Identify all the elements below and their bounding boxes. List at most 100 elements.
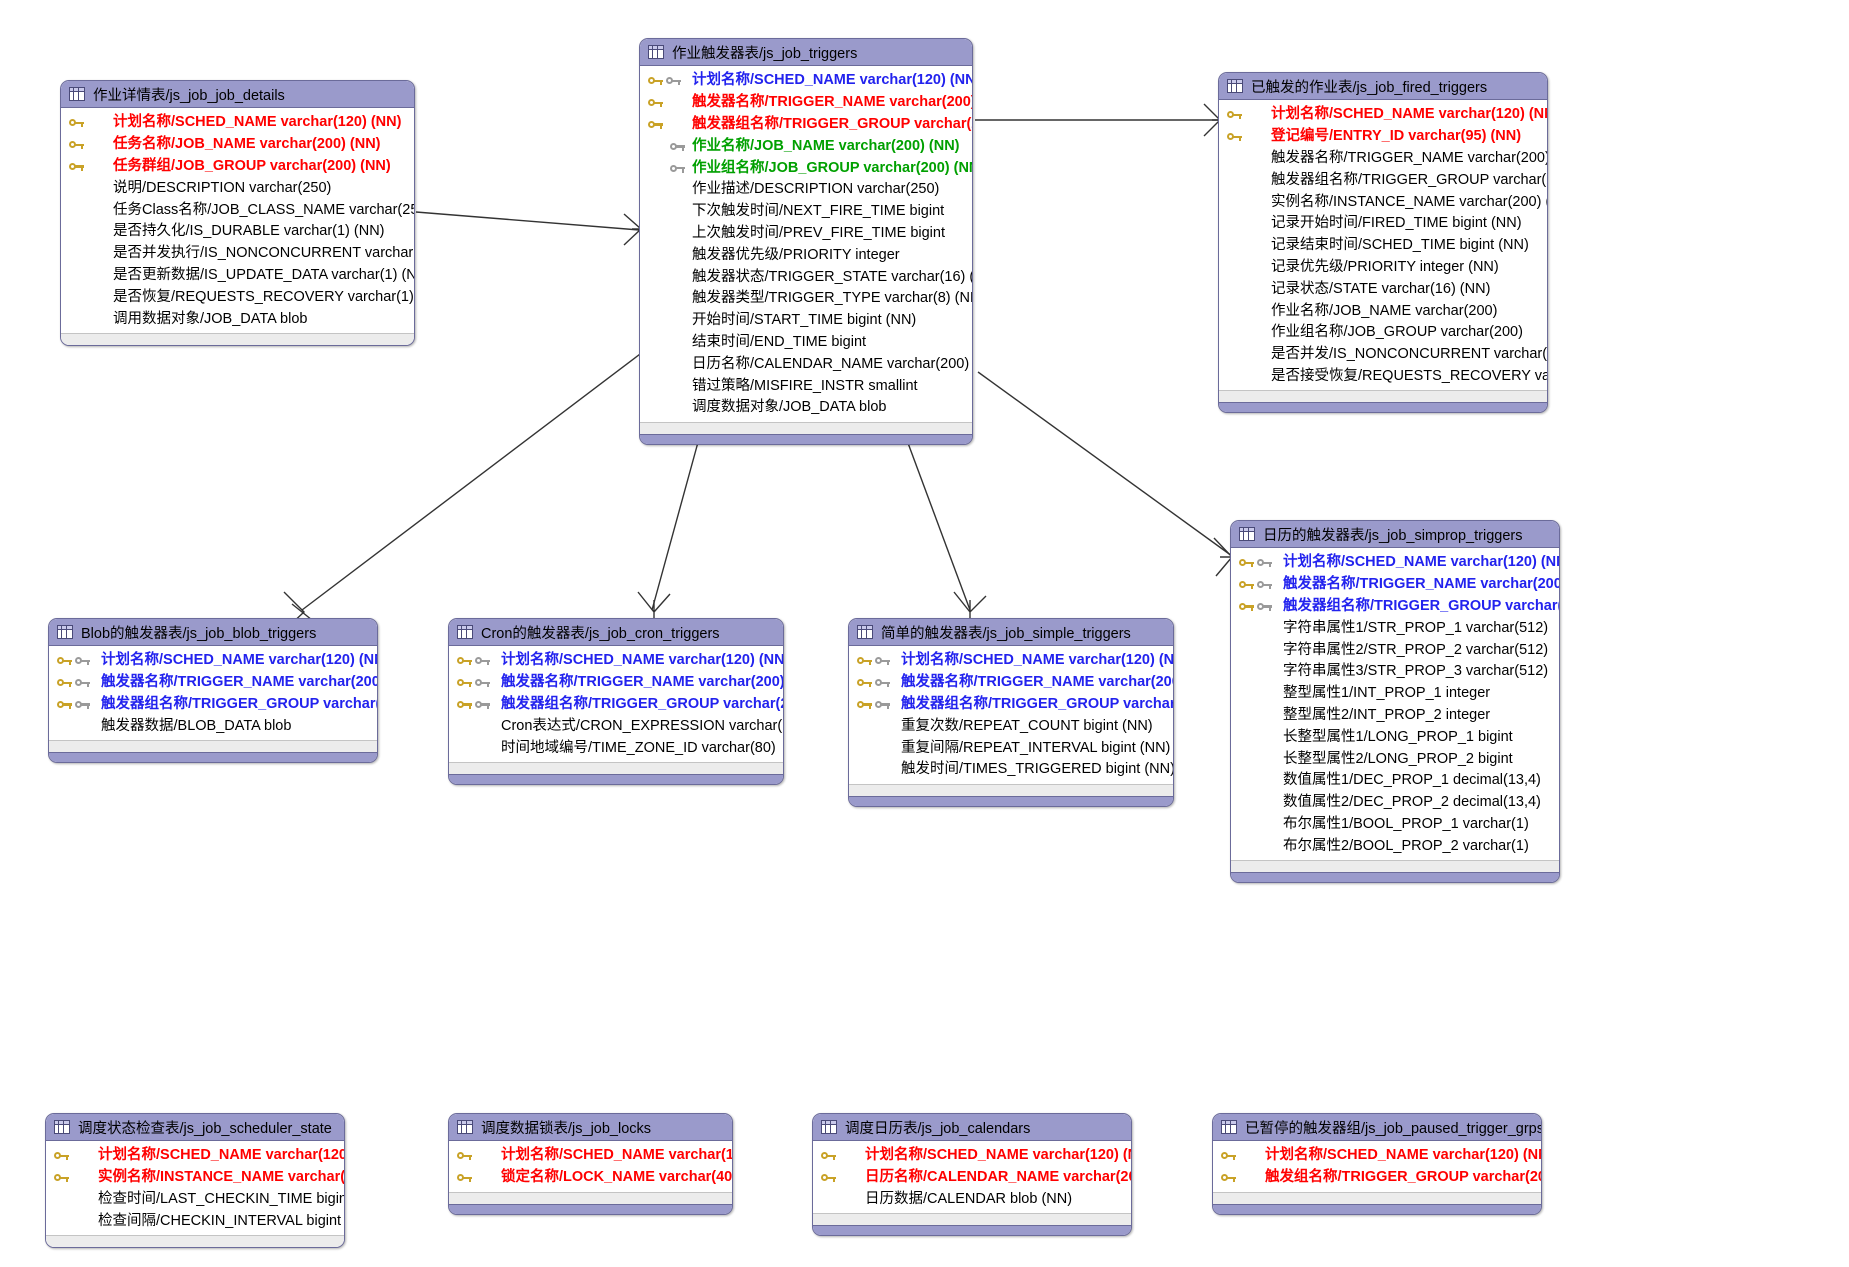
entity-field-row[interactable]: 是否并发/IS_NONCONCURRENT varchar(1) [1219, 344, 1547, 366]
entity-paused_trigger_grps[interactable]: 已暂停的触发器组/js_job_paused_trigger_grps 计划名称/… [1212, 1113, 1542, 1215]
entity-field-row[interactable]: 实例名称/INSTANCE_NAME varchar(200) (NN) [46, 1167, 344, 1189]
entity-field-row[interactable]: 作业组名称/JOB_GROUP varchar(200) [1219, 322, 1547, 344]
entity-field-row[interactable]: 触发器类型/TRIGGER_TYPE varchar(8) (NN) [640, 288, 972, 310]
entity-field-row[interactable]: 说明/DESCRIPTION varchar(250) [61, 177, 414, 199]
entity-field-row[interactable]: 计划名称/SCHED_NAME varchar(120) (NN) [61, 112, 414, 134]
entity-field-row[interactable]: 数值属性1/DEC_PROP_1 decimal(13,4) [1231, 770, 1559, 792]
entity-field-row[interactable]: 触发器组名称/TRIGGER_GROUP varchar(200) (NN) [640, 114, 972, 136]
entity-field-row[interactable]: 触发器名称/TRIGGER_NAME varchar(200) (NN) [49, 672, 377, 694]
entity-field-row[interactable]: 下次触发时间/NEXT_FIRE_TIME bigint [640, 201, 972, 223]
entity-header-job_triggers[interactable]: 作业触发器表/js_job_triggers [640, 39, 972, 66]
entity-field-row[interactable]: 触发器组名称/TRIGGER_GROUP varchar(200) (NN) [1219, 169, 1547, 191]
entity-field-row[interactable]: 触发器数据/BLOB_DATA blob [49, 715, 377, 737]
entity-field-row[interactable]: 作业组名称/JOB_GROUP varchar(200) (NN) [640, 157, 972, 179]
entity-field-row[interactable]: 触发器组名称/TRIGGER_GROUP varchar(200) (NN) [449, 694, 783, 716]
entity-field-row[interactable]: 触发器名称/TRIGGER_NAME varchar(200) (NN) [1219, 148, 1547, 170]
entity-field-row[interactable]: 锁定名称/LOCK_NAME varchar(40) (NN) [449, 1167, 732, 1189]
entity-field-row[interactable]: 记录结束时间/SCHED_TIME bigint (NN) [1219, 235, 1547, 257]
entity-field-row[interactable]: 计划名称/SCHED_NAME varchar(120) (NN) [449, 1145, 732, 1167]
entity-field-row[interactable]: 是否更新数据/IS_UPDATE_DATA varchar(1) (NN) [61, 265, 414, 287]
entity-blob_triggers[interactable]: Blob的触发器表/js_job_blob_triggers 计划名称/SCHED… [48, 618, 378, 764]
entity-field-row[interactable]: 重复次数/REPEAT_COUNT bigint (NN) [849, 715, 1173, 737]
entity-field-row[interactable]: 整型属性1/INT_PROP_1 integer [1231, 683, 1559, 705]
entity-field-row[interactable]: 是否恢复/REQUESTS_RECOVERY varchar(1) (NN) [61, 286, 414, 308]
entity-field-row[interactable]: 任务群组/JOB_GROUP varchar(200) (NN) [61, 156, 414, 178]
entity-field-row[interactable]: 触发器名称/TRIGGER_NAME varchar(200) (NN) [1231, 574, 1559, 596]
entity-field-row[interactable]: 是否并发执行/IS_NONCONCURRENT varchar(1) (NN) [61, 243, 414, 265]
entity-header-scheduler_state[interactable]: 调度状态检查表/js_job_scheduler_state [46, 1114, 344, 1141]
entity-field-row[interactable]: 记录开始时间/FIRED_TIME bigint (NN) [1219, 213, 1547, 235]
entity-fired_triggers[interactable]: 已触发的作业表/js_job_fired_triggers 计划名称/SCHED_… [1218, 72, 1548, 414]
entity-field-row[interactable]: 上次触发时间/PREV_FIRE_TIME bigint [640, 223, 972, 245]
entity-field-row[interactable]: 计划名称/SCHED_NAME varchar(120) (NN) [449, 650, 783, 672]
entity-field-row[interactable]: 计划名称/SCHED_NAME varchar(120) (NN) [813, 1145, 1131, 1167]
entity-field-row[interactable]: 实例名称/INSTANCE_NAME varchar(200) (NN) [1219, 191, 1547, 213]
entity-field-row[interactable]: 检查时间/LAST_CHECKIN_TIME bigint (NN) [46, 1189, 344, 1211]
entity-header-cron_triggers[interactable]: Cron的触发器表/js_job_cron_triggers [449, 619, 783, 646]
entity-header-locks[interactable]: 调度数据锁表/js_job_locks [449, 1114, 732, 1141]
entity-field-row[interactable]: 长整型属性2/LONG_PROP_2 bigint [1231, 748, 1559, 770]
entity-header-job_job_details[interactable]: 作业详情表/js_job_job_details [61, 81, 414, 108]
entity-field-row[interactable]: 触发器名称/TRIGGER_NAME varchar(200) (NN) [449, 672, 783, 694]
entity-field-row[interactable]: 记录优先级/PRIORITY integer (NN) [1219, 257, 1547, 279]
entity-field-row[interactable]: 作业名称/JOB_NAME varchar(200) [1219, 300, 1547, 322]
entity-job_job_details[interactable]: 作业详情表/js_job_job_details 计划名称/SCHED_NAME … [60, 80, 415, 346]
entity-field-row[interactable]: 计划名称/SCHED_NAME varchar(120) (NN) [640, 70, 972, 92]
entity-cron_triggers[interactable]: Cron的触发器表/js_job_cron_triggers 计划名称/SCHED… [448, 618, 784, 785]
entity-field-row[interactable]: 触发器组名称/TRIGGER_GROUP varchar(200) (NN) [1231, 596, 1559, 618]
entity-field-row[interactable]: 调用数据对象/JOB_DATA blob [61, 308, 414, 330]
entity-field-row[interactable]: 日历名称/CALENDAR_NAME varchar(200) (NN) [813, 1167, 1131, 1189]
entity-header-simple_triggers[interactable]: 简单的触发器表/js_job_simple_triggers [849, 619, 1173, 646]
entity-field-row[interactable]: 日历名称/CALENDAR_NAME varchar(200) [640, 353, 972, 375]
entity-field-row[interactable]: 触发器优先级/PRIORITY integer [640, 244, 972, 266]
entity-header-calendars[interactable]: 调度日历表/js_job_calendars [813, 1114, 1131, 1141]
entity-field-row[interactable]: 错过策略/MISFIRE_INSTR smallint [640, 375, 972, 397]
entity-field-row[interactable]: 整型属性2/INT_PROP_2 integer [1231, 705, 1559, 727]
entity-field-row[interactable]: 任务名称/JOB_NAME varchar(200) (NN) [61, 134, 414, 156]
entity-header-blob_triggers[interactable]: Blob的触发器表/js_job_blob_triggers [49, 619, 377, 646]
entity-scheduler_state[interactable]: 调度状态检查表/js_job_scheduler_state 计划名称/SCHED… [45, 1113, 345, 1249]
entity-field-row[interactable]: 开始时间/START_TIME bigint (NN) [640, 310, 972, 332]
entity-field-row[interactable]: 作业名称/JOB_NAME varchar(200) (NN) [640, 135, 972, 157]
entity-field-row[interactable]: 任务Class名称/JOB_CLASS_NAME varchar(250) (N… [61, 199, 414, 221]
entity-field-row[interactable]: 重复间隔/REPEAT_INTERVAL bigint (NN) [849, 737, 1173, 759]
entity-field-row[interactable]: 计划名称/SCHED_NAME varchar(120) (NN) [46, 1145, 344, 1167]
entity-field-row[interactable]: 检查间隔/CHECKIN_INTERVAL bigint (NN) [46, 1210, 344, 1232]
entity-field-row[interactable]: 数值属性2/DEC_PROP_2 decimal(13,4) [1231, 792, 1559, 814]
entity-field-row[interactable]: 触发器名称/TRIGGER_NAME varchar(200) (NN) [849, 672, 1173, 694]
entity-field-row[interactable]: 布尔属性1/BOOL_PROP_1 varchar(1) [1231, 814, 1559, 836]
entity-field-row[interactable]: 触发时间/TIMES_TRIGGERED bigint (NN) [849, 759, 1173, 781]
entity-field-row[interactable]: 字符串属性3/STR_PROP_3 varchar(512) [1231, 661, 1559, 683]
entity-field-row[interactable]: 结束时间/END_TIME bigint [640, 332, 972, 354]
entity-field-row[interactable]: 记录状态/STATE varchar(16) (NN) [1219, 278, 1547, 300]
entity-field-row[interactable]: 是否持久化/IS_DURABLE varchar(1) (NN) [61, 221, 414, 243]
entity-field-row[interactable]: 字符串属性2/STR_PROP_2 varchar(512) [1231, 639, 1559, 661]
entity-field-row[interactable]: 登记编号/ENTRY_ID varchar(95) (NN) [1219, 126, 1547, 148]
entity-field-row[interactable]: 触发器组名称/TRIGGER_GROUP varchar(200) (NN) [49, 694, 377, 716]
entity-job_triggers[interactable]: 作业触发器表/js_job_triggers 计划名称/SCHED_NAME va… [639, 38, 973, 445]
entity-field-row[interactable]: 是否接受恢复/REQUESTS_RECOVERY varchar(1) [1219, 366, 1547, 388]
entity-field-row[interactable]: 计划名称/SCHED_NAME varchar(120) (NN) [849, 650, 1173, 672]
entity-field-row[interactable]: 字符串属性1/STR_PROP_1 varchar(512) [1231, 617, 1559, 639]
entity-field-row[interactable]: 作业描述/DESCRIPTION varchar(250) [640, 179, 972, 201]
entity-header-simprop_triggers[interactable]: 日历的触发器表/js_job_simprop_triggers [1231, 521, 1559, 548]
entity-field-row[interactable]: 时间地域编号/TIME_ZONE_ID varchar(80) [449, 737, 783, 759]
entity-header-fired_triggers[interactable]: 已触发的作业表/js_job_fired_triggers [1219, 73, 1547, 100]
entity-header-paused_trigger_grps[interactable]: 已暂停的触发器组/js_job_paused_trigger_grps [1213, 1114, 1541, 1141]
entity-field-row[interactable]: 触发器名称/TRIGGER_NAME varchar(200) (NN) [640, 92, 972, 114]
entity-field-row[interactable]: 计划名称/SCHED_NAME varchar(120) (NN) [49, 650, 377, 672]
entity-field-row[interactable]: 计划名称/SCHED_NAME varchar(120) (NN) [1219, 104, 1547, 126]
entity-simple_triggers[interactable]: 简单的触发器表/js_job_simple_triggers 计划名称/SCHED… [848, 618, 1174, 807]
entity-field-row[interactable]: 触发器组名称/TRIGGER_GROUP varchar(200) (NN) [849, 694, 1173, 716]
entity-field-row[interactable]: 计划名称/SCHED_NAME varchar(120) (NN) [1213, 1145, 1541, 1167]
entity-field-row[interactable]: 触发组名称/TRIGGER_GROUP varchar(200) (NN) [1213, 1167, 1541, 1189]
entity-field-row[interactable]: 布尔属性2/BOOL_PROP_2 varchar(1) [1231, 835, 1559, 857]
entity-field-row[interactable]: 日历数据/CALENDAR blob (NN) [813, 1189, 1131, 1211]
entity-field-row[interactable]: Cron表达式/CRON_EXPRESSION varchar(120) (NN… [449, 715, 783, 737]
entity-field-row[interactable]: 触发器状态/TRIGGER_STATE varchar(16) (NN) [640, 266, 972, 288]
entity-field-row[interactable]: 长整型属性1/LONG_PROP_1 bigint [1231, 726, 1559, 748]
entity-calendars[interactable]: 调度日历表/js_job_calendars 计划名称/SCHED_NAME va… [812, 1113, 1132, 1237]
entity-locks[interactable]: 调度数据锁表/js_job_locks 计划名称/SCHED_NAME varch… [448, 1113, 733, 1215]
entity-field-row[interactable]: 计划名称/SCHED_NAME varchar(120) (NN) [1231, 552, 1559, 574]
entity-simprop_triggers[interactable]: 日历的触发器表/js_job_simprop_triggers 计划名称/SCHE… [1230, 520, 1560, 884]
